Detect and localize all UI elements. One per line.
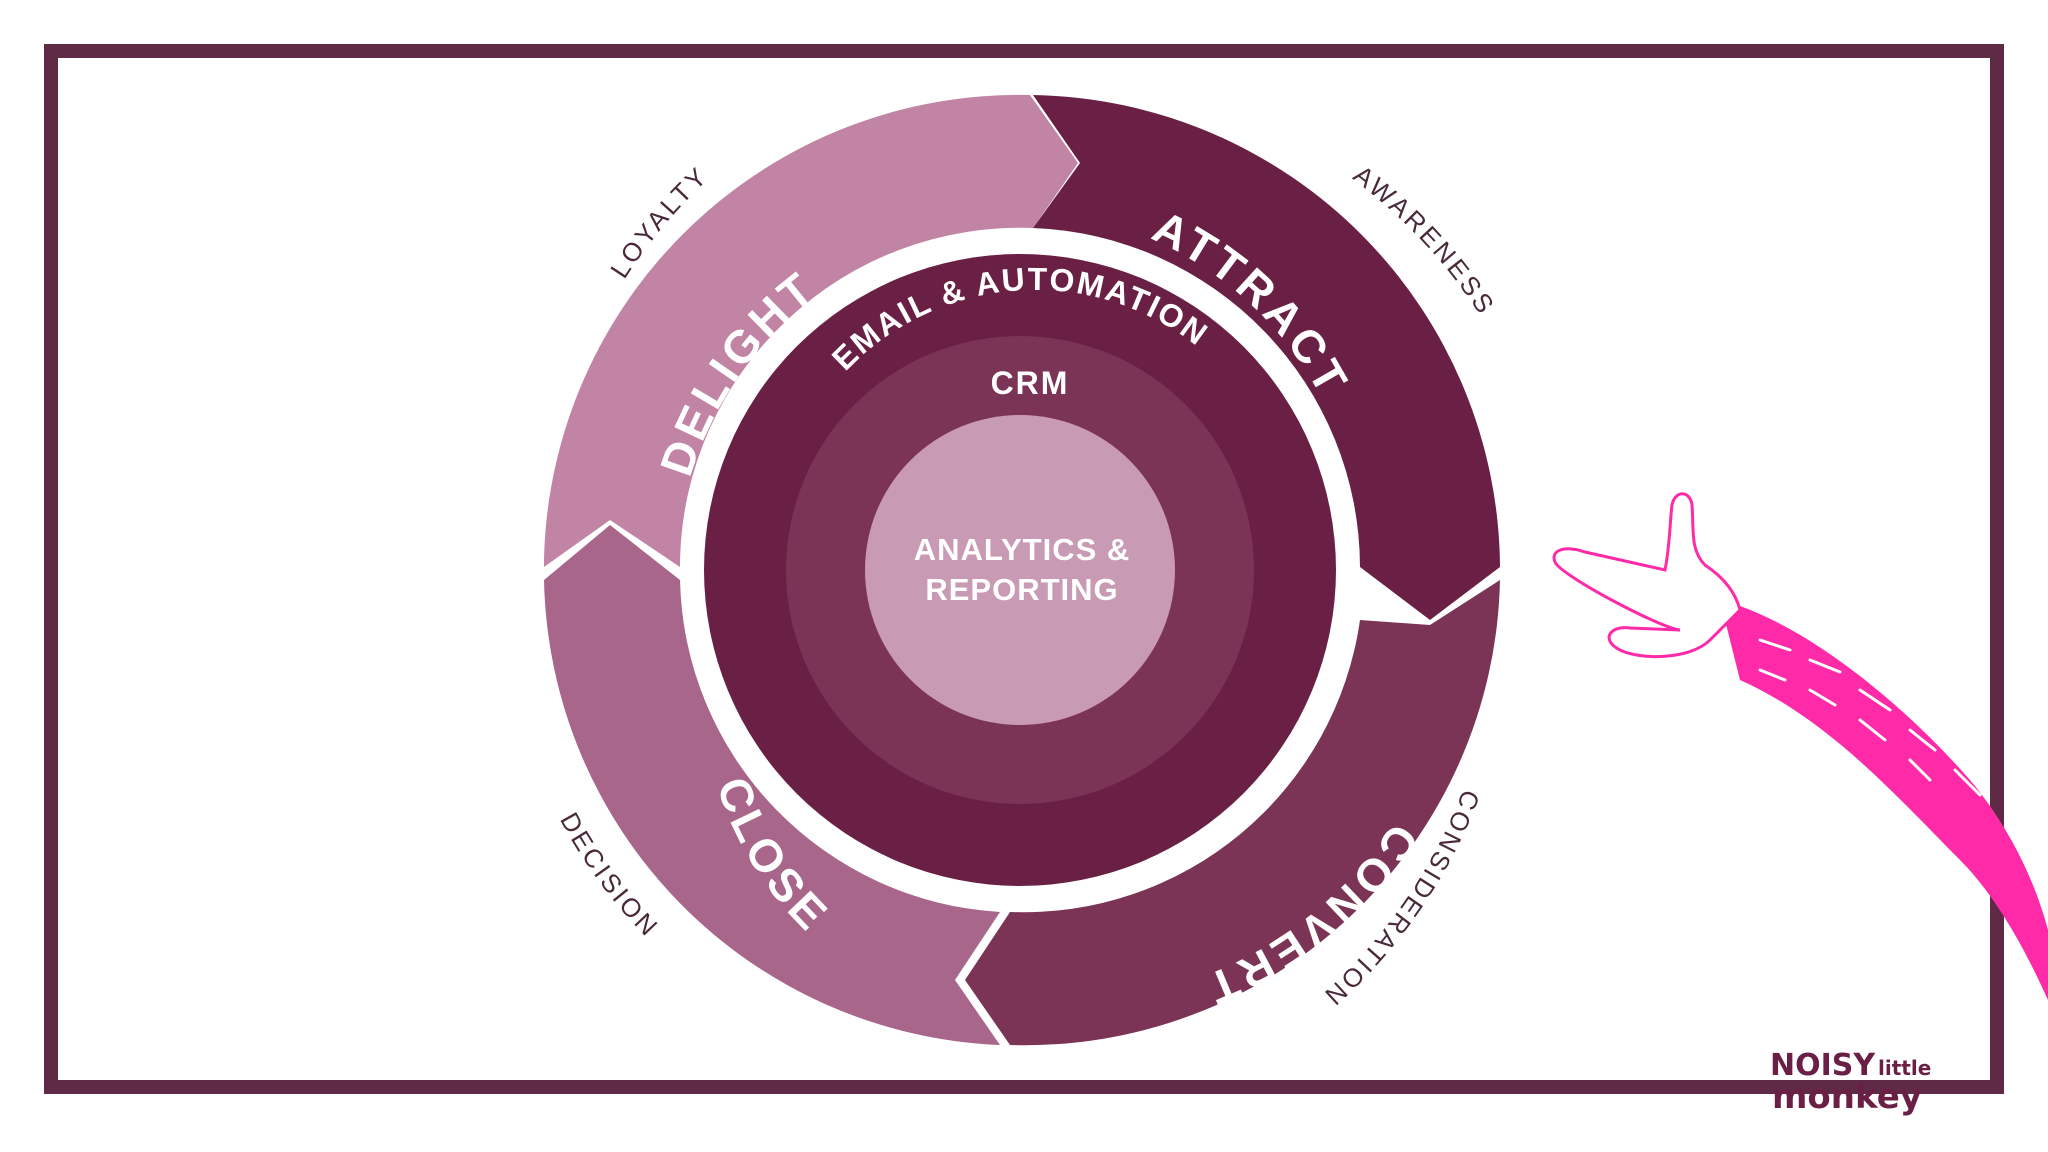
- hand-shape: [1552, 492, 1742, 658]
- segment-attract: [1033, 95, 1500, 620]
- segment-delight: [544, 94, 1078, 568]
- arm-stripes: [1758, 638, 1982, 797]
- analytics-core: [865, 415, 1175, 725]
- arm-shape: [1720, 600, 2048, 1000]
- label-analytics-line2: REPORTING: [925, 572, 1118, 607]
- logo-monkey: monkey: [1772, 1077, 1922, 1117]
- logo-noisy: NOISY: [1770, 1048, 1876, 1083]
- slide-frame: [44, 44, 2004, 1094]
- label-analytics-line1: ANALYTICS &: [914, 532, 1131, 567]
- outer-ring: [544, 94, 1500, 1046]
- logo-little: little: [1878, 1056, 1931, 1080]
- noisy-little-monkey-logo: NOISY little monkey: [1770, 1048, 1931, 1117]
- segment-convert: [965, 580, 1500, 1046]
- segment-close: [544, 525, 1000, 1045]
- label-crm: CRM: [991, 365, 1070, 401]
- pointing-hand-illustration: [1552, 492, 2048, 1000]
